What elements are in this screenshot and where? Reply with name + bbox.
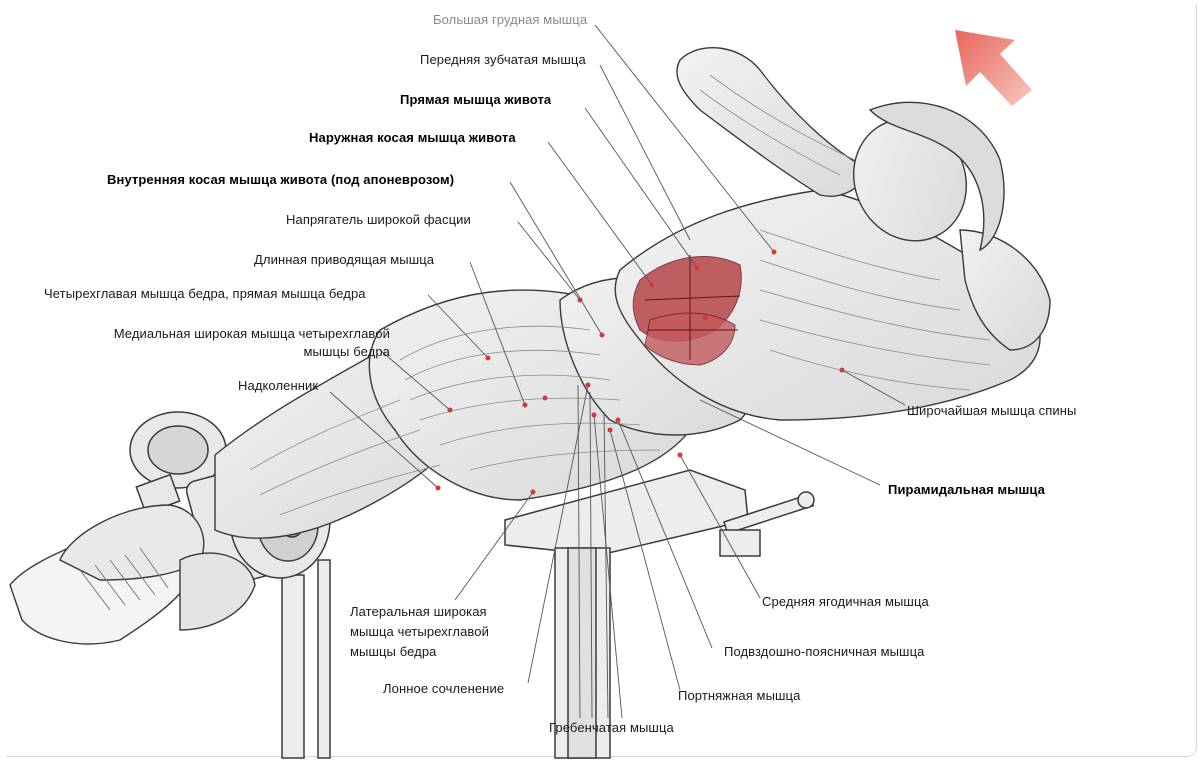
label-vastus-lateralis-line2: мышца четырехглавой: [350, 624, 489, 640]
label-iliopsoas: Подвздошно-поясничная мышца: [724, 644, 924, 660]
label-vastus-medialis-line1: Медиальная широкая мышца четырехглавой: [54, 326, 390, 342]
label-latissimus-dorsi: Широчайшая мышца спины: [907, 403, 1076, 419]
label-rectus-abdominis: Прямая мышца живота: [400, 92, 551, 108]
label-vastus-medialis-line2: мышцы бедра: [54, 344, 390, 360]
label-pectineus: Гребенчатая мышца: [549, 720, 674, 736]
label-vastus-lateralis-line3: мышцы бедра: [350, 644, 437, 660]
arrow-up-left-icon: [955, 30, 1032, 106]
label-external-oblique: Наружная косая мышца живота: [309, 130, 516, 146]
label-sartorius: Портняжная мышца: [678, 688, 800, 704]
label-pubic-symphysis: Лонное сочленение: [383, 681, 504, 697]
label-adductor-longus: Длинная приводящая мышца: [254, 252, 434, 268]
label-pyramidalis: Пирамидальная мышца: [888, 482, 1045, 498]
label-tensor-fasciae-latae: Напрягатель широкой фасции: [286, 212, 471, 228]
label-quadriceps-rectus-femoris: Четырехглавая мышца бедра, прямая мышца …: [44, 286, 366, 302]
label-vastus-lateralis-line1: Латеральная широкая: [350, 604, 487, 620]
label-patella: Надколенник: [238, 378, 318, 394]
label-gluteus-medius: Средняя ягодичная мышца: [762, 594, 929, 610]
label-pectoralis-major: Большая грудная мышца: [433, 12, 587, 28]
label-internal-oblique: Внутренняя косая мышца живота (под апоне…: [107, 172, 454, 188]
label-serratus-anterior: Передняя зубчатая мышца: [420, 52, 586, 68]
